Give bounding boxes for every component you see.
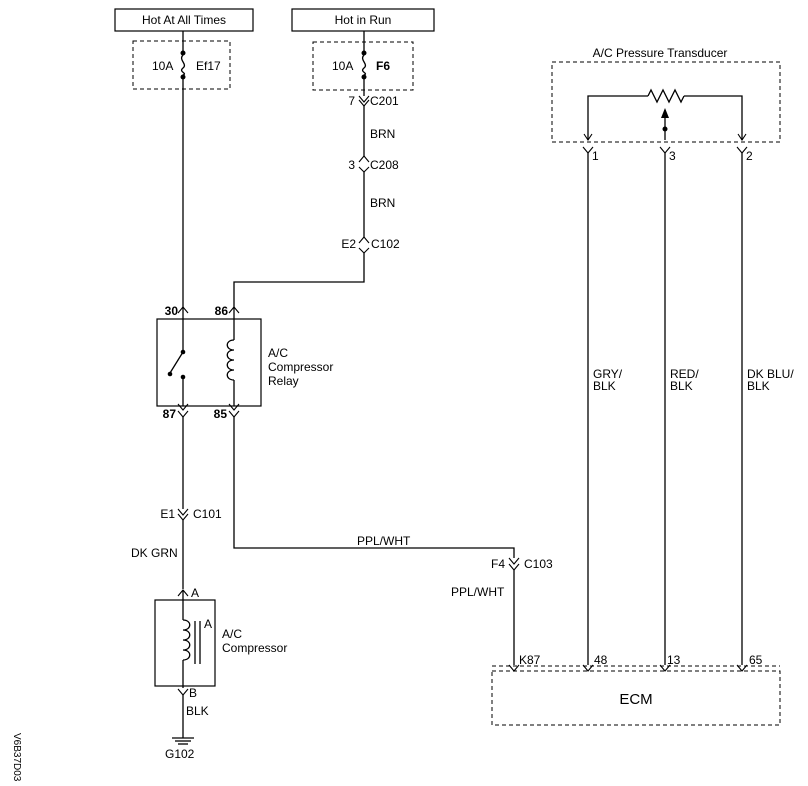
hot-at-all-times-label: Hot At All Times	[142, 13, 226, 27]
ecm-label: ECM	[619, 691, 652, 708]
wire-dkblu-blk-line1: DK BLU/	[747, 367, 794, 381]
c201-pin: 7	[348, 94, 355, 108]
wire-ppl-wht-1: PPL/WHT	[357, 534, 411, 548]
wire-blk: BLK	[186, 704, 209, 718]
relay-label-line2: Compressor	[268, 360, 333, 374]
wire-ppl-wht-2: PPL/WHT	[451, 585, 505, 599]
relay-pin-87: 87	[163, 407, 177, 421]
relay-pin-86: 86	[215, 304, 229, 318]
ground-label: G102	[165, 747, 195, 761]
c103-name: C103	[524, 557, 553, 571]
hot-in-run-label: Hot in Run	[335, 13, 392, 27]
c102-name: C102	[371, 237, 400, 251]
ecm-module: K87 48 13 65 ECM	[491, 653, 781, 726]
c101-name: C101	[193, 507, 222, 521]
c102-pin: E2	[341, 237, 356, 251]
ac-compressor-relay: 30 86 87 85 A/C Compressor Relay	[156, 304, 333, 421]
relay-pin-30: 30	[165, 304, 179, 318]
c101-pin: E1	[160, 507, 175, 521]
ecm-pin-13: 13	[667, 653, 681, 667]
fuse-ef17: 10A Ef17	[132, 40, 231, 90]
ground-g102: G102	[165, 737, 195, 761]
ac-compressor: A A B A/C Compressor	[154, 586, 287, 700]
figure-code: V6B37D03	[11, 733, 22, 782]
fuse-ef17-name: Ef17	[196, 59, 221, 73]
transducer-label: A/C Pressure Transducer	[593, 46, 728, 60]
hot-at-all-times-source: Hot At All Times	[114, 8, 254, 32]
transducer-pin-1: 1	[592, 149, 599, 163]
fuse-ef17-rating: 10A	[152, 59, 173, 73]
hot-in-run-source: Hot in Run	[291, 8, 435, 32]
compressor-pin-a: A	[191, 586, 199, 600]
wire-gry-blk-line1: GRY/	[593, 367, 623, 381]
compressor-label-line2: Compressor	[222, 641, 287, 655]
transducer-pin-3: 3	[669, 149, 676, 163]
fuse-f6-rating: 10A	[332, 59, 353, 73]
compressor-clutch-label: A	[204, 617, 212, 631]
wire-dk-grn: DK GRN	[131, 546, 178, 560]
wire-red-blk-line2: BLK	[670, 379, 693, 393]
compressor-pin-b: B	[189, 686, 197, 700]
c208-name: C208	[370, 158, 399, 172]
relay-pin-85: 85	[214, 407, 228, 421]
c103-pin: F4	[491, 557, 505, 571]
ac-pressure-transducer: A/C Pressure Transducer 1 3 2	[551, 46, 781, 163]
fuse-f6-name: F6	[376, 59, 390, 73]
wire-gry-blk-line2: BLK	[593, 379, 616, 393]
wire-red-blk-line1: RED/	[670, 367, 699, 381]
relay-label-line3: Relay	[268, 374, 299, 388]
wire-dkblu-blk-line2: BLK	[747, 379, 770, 393]
transducer-pin-2: 2	[746, 149, 753, 163]
ecm-pin-k87: K87	[519, 653, 541, 667]
c201-name: C201	[370, 94, 399, 108]
wire-brn-2: BRN	[370, 196, 395, 210]
ecm-pin-65: 65	[749, 653, 763, 667]
c208-pin: 3	[348, 158, 355, 172]
wire-brn-1: BRN	[370, 127, 395, 141]
compressor-label-line1: A/C	[222, 627, 242, 641]
relay-label-line1: A/C	[268, 346, 288, 360]
fuse-f6: 10A F6	[312, 41, 414, 91]
ecm-pin-48: 48	[594, 653, 608, 667]
